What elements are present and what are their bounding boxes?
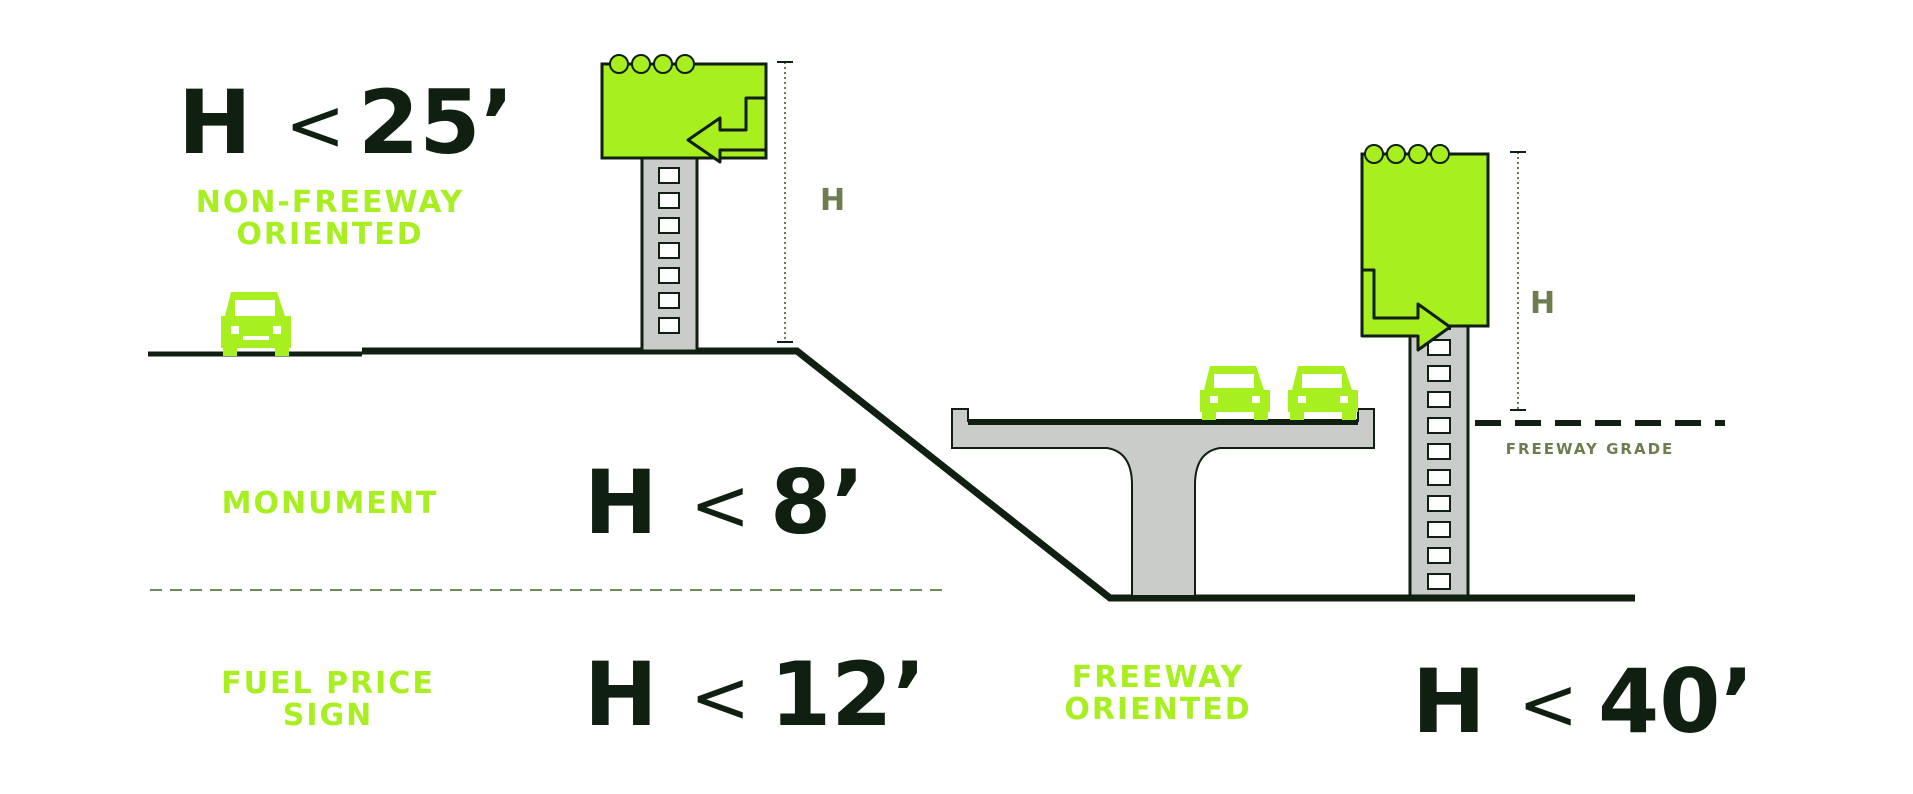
freeway-billboard	[1360, 144, 1490, 598]
sign-lights	[609, 54, 695, 74]
right-height-label: H	[1530, 286, 1555, 321]
arrow-icon	[686, 96, 768, 164]
freeway-height-rule: H < 40’	[1412, 650, 1754, 753]
height-symbol: H	[584, 643, 658, 746]
less-than-symbol: <	[690, 463, 750, 547]
arrow-icon	[1360, 268, 1452, 352]
ground-profile	[148, 347, 1635, 602]
monument-height-rule: H < 8’	[584, 451, 865, 554]
pole-ladder	[1427, 313, 1451, 590]
less-than-symbol: <	[690, 655, 750, 739]
label-line-2: ORIENTED	[1064, 692, 1251, 727]
right-height-dimension	[1510, 151, 1526, 411]
monument-label: MONUMENT	[222, 486, 439, 521]
freeway-label: FREEWAY ORIENTED	[1064, 660, 1251, 727]
non-freeway-label: NON-FREEWAY ORIENTED	[196, 185, 465, 252]
fuel-price-label: FUEL PRICE SIGN	[221, 666, 435, 733]
car-icon	[1200, 366, 1270, 420]
non-freeway-billboard	[600, 54, 768, 353]
left-height-dimension	[777, 61, 793, 343]
label-line-1: NON-FREEWAY	[196, 185, 465, 220]
height-symbol: H	[1412, 650, 1486, 753]
car-icon	[221, 292, 291, 356]
pole-ladder	[658, 167, 680, 334]
height-symbol: H	[178, 71, 252, 174]
height-limit-value: 40’	[1598, 650, 1754, 753]
non-freeway-height-rule: H < 25’	[178, 71, 514, 174]
sign-face	[1360, 152, 1490, 328]
height-limit-value: 25’	[358, 71, 514, 174]
label-line-1: FUEL PRICE	[221, 666, 435, 701]
label-line-2: SIGN	[283, 698, 374, 733]
car-icon	[1288, 366, 1358, 420]
less-than-symbol: <	[285, 83, 345, 167]
height-symbol: H	[584, 451, 658, 554]
label-line-1: FREEWAY	[1072, 660, 1244, 695]
height-limit-value: 12’	[770, 643, 926, 746]
fuel-price-height-rule: H < 12’	[584, 643, 926, 746]
freeway-grade-label: FREEWAY GRADE	[1506, 440, 1675, 458]
overpass-bridge	[951, 408, 1375, 597]
sign-lights	[1364, 144, 1450, 164]
label-line-2: ORIENTED	[236, 217, 423, 252]
less-than-symbol: <	[1518, 662, 1578, 746]
left-height-label: H	[820, 183, 845, 218]
embankment-and-lower-ground	[362, 347, 1635, 602]
height-limit-value: 8’	[770, 451, 865, 554]
